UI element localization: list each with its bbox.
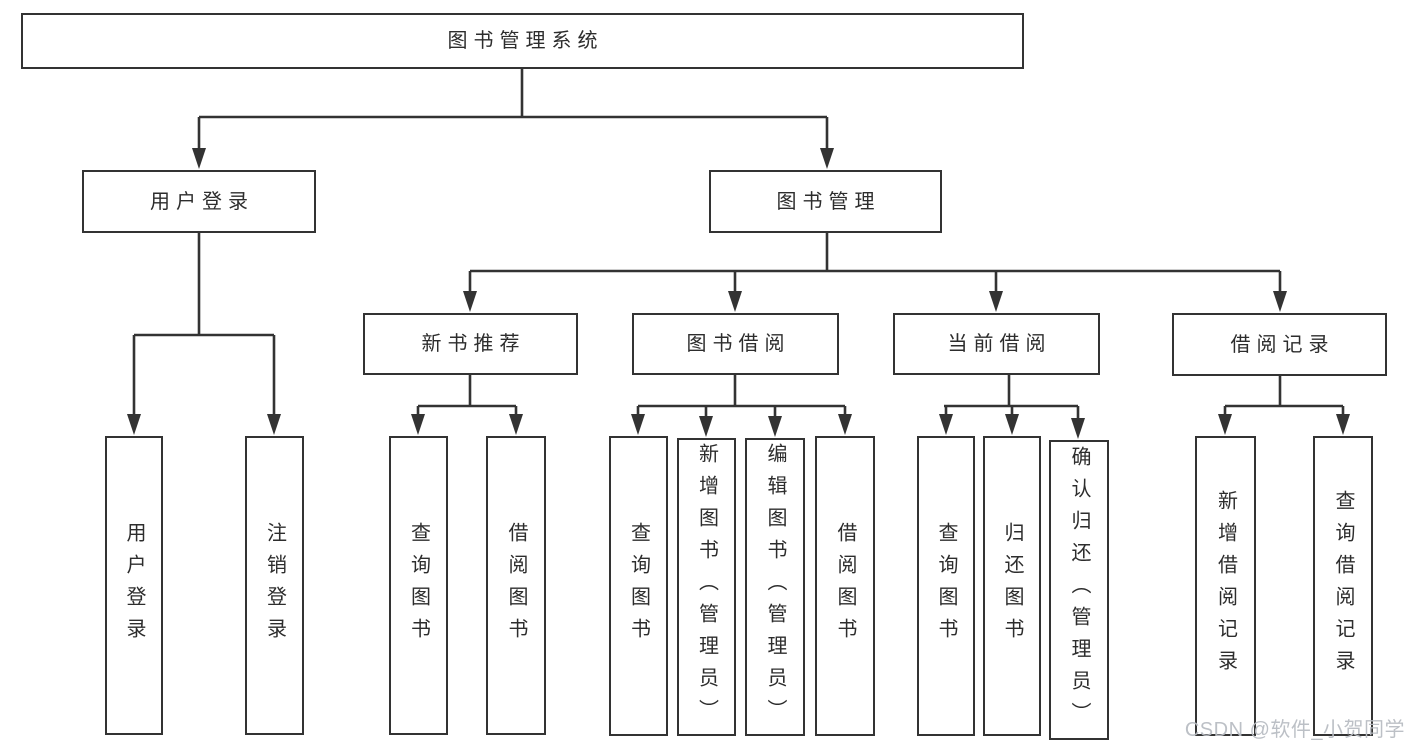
- leaf-logout-label: 注销登录: [263, 521, 286, 650]
- watermark: CSDN @软件_小贺同学: [1184, 719, 1405, 741]
- leaf-query-books-current: 查询图书: [917, 436, 975, 736]
- node-new-book-recommend-label: 新书推荐: [421, 333, 526, 355]
- leaf-borrow-books-recommend: 借阅图书: [486, 436, 546, 735]
- leaf-query-books-current-label: 查询图书: [935, 522, 957, 650]
- leaf-confirm-return-admin-label: 确认归还（管理员）: [1068, 446, 1090, 734]
- leaf-return-book-label: 归还图书: [1001, 522, 1023, 650]
- node-user-login: 用户登录: [82, 170, 316, 233]
- leaf-edit-book-admin-label: 编辑图书（管理员）: [764, 443, 786, 731]
- leaf-borrow-books-label: 借阅图书: [834, 522, 856, 650]
- leaf-add-borrow-record-label: 新增借阅记录: [1214, 490, 1237, 682]
- leaf-add-book-admin-label: 新增图书（管理员）: [695, 443, 718, 731]
- leaf-query-books-recommend: 查询图书: [389, 436, 448, 735]
- leaf-add-book-admin: 新增图书（管理员）: [677, 438, 736, 736]
- node-current-borrow: 当前借阅: [893, 313, 1100, 375]
- node-book-borrow-label: 图书借阅: [686, 333, 791, 355]
- node-root-label: 图书管理系统: [447, 30, 604, 52]
- node-new-book-recommend: 新书推荐: [363, 313, 578, 375]
- node-borrow-records: 借阅记录: [1172, 313, 1387, 376]
- leaf-borrow-books-recommend-label: 借阅图书: [505, 521, 527, 650]
- leaf-logout: 注销登录: [245, 436, 304, 735]
- leaf-query-borrow-record: 查询借阅记录: [1313, 436, 1373, 736]
- leaf-borrow-books: 借阅图书: [815, 436, 875, 736]
- node-user-login-label: 用户登录: [150, 190, 254, 213]
- node-book-borrow: 图书借阅: [632, 313, 839, 375]
- leaf-return-book: 归还图书: [983, 436, 1041, 736]
- leaf-query-books-borrow: 查询图书: [609, 436, 668, 736]
- node-borrow-records-label: 借阅记录: [1230, 333, 1335, 356]
- node-book-management: 图书管理: [709, 170, 942, 233]
- leaf-query-books-borrow-label: 查询图书: [627, 522, 650, 650]
- node-current-borrow-label: 当前借阅: [947, 333, 1052, 355]
- leaf-confirm-return-admin: 确认归还（管理员）: [1049, 440, 1109, 740]
- leaf-user-login-label: 用户登录: [123, 521, 145, 650]
- leaf-query-borrow-record-label: 查询借阅记录: [1332, 490, 1354, 682]
- leaf-user-login: 用户登录: [105, 436, 163, 735]
- leaf-edit-book-admin: 编辑图书（管理员）: [745, 438, 805, 736]
- node-book-management-label: 图书管理: [776, 190, 881, 213]
- leaf-query-books-recommend-label: 查询图书: [407, 521, 430, 650]
- node-root: 图书管理系统: [21, 13, 1024, 69]
- leaf-add-borrow-record: 新增借阅记录: [1195, 436, 1256, 736]
